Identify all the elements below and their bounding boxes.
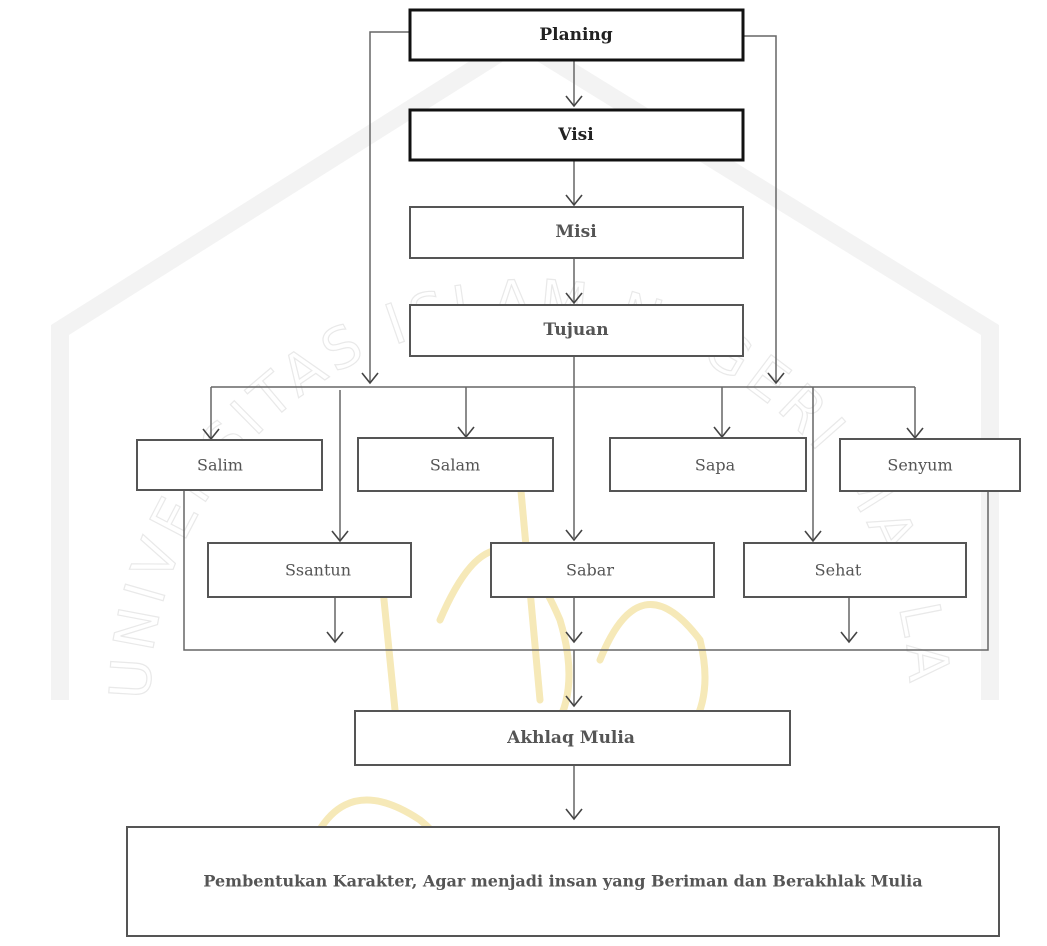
node-salam-label: Salam bbox=[430, 456, 480, 475]
node-salam: Salam bbox=[357, 437, 554, 492]
node-sabar: Sabar bbox=[490, 542, 715, 598]
node-misi-label: Misi bbox=[555, 222, 597, 242]
node-salim: Salim bbox=[136, 439, 323, 491]
node-misi: Misi bbox=[409, 206, 744, 259]
node-sehat: Sehat bbox=[743, 542, 967, 598]
node-akhlaq: Akhlaq Mulia bbox=[354, 710, 791, 766]
node-planing: Planing bbox=[408, 8, 745, 62]
node-pembentukan: Pembentukan Karakter, Agar menjadi insan… bbox=[126, 826, 1000, 937]
node-akhlaq-label: Akhlaq Mulia bbox=[506, 728, 635, 748]
node-tujuan-label: Tujuan bbox=[543, 320, 608, 340]
node-sapa: Sapa bbox=[609, 437, 807, 492]
node-sehat-label: Sehat bbox=[815, 561, 862, 580]
node-salim-label: Salim bbox=[197, 456, 243, 475]
node-ssantun-label: Ssantun bbox=[285, 561, 351, 580]
node-senyum-label: Senyum bbox=[887, 456, 952, 475]
node-sapa-label: Sapa bbox=[695, 456, 736, 475]
node-ssantun: Ssantun bbox=[207, 542, 412, 598]
connectors bbox=[183, 31, 989, 818]
node-sabar-label: Sabar bbox=[566, 561, 614, 580]
node-senyum: Senyum bbox=[839, 438, 1021, 492]
node-planing-label: Planing bbox=[539, 25, 612, 45]
node-tujuan: Tujuan bbox=[409, 304, 744, 357]
node-visi: Visi bbox=[408, 108, 745, 162]
node-pembentukan-label: Pembentukan Karakter, Agar menjadi insan… bbox=[203, 872, 922, 891]
node-visi-label: Visi bbox=[557, 125, 594, 145]
